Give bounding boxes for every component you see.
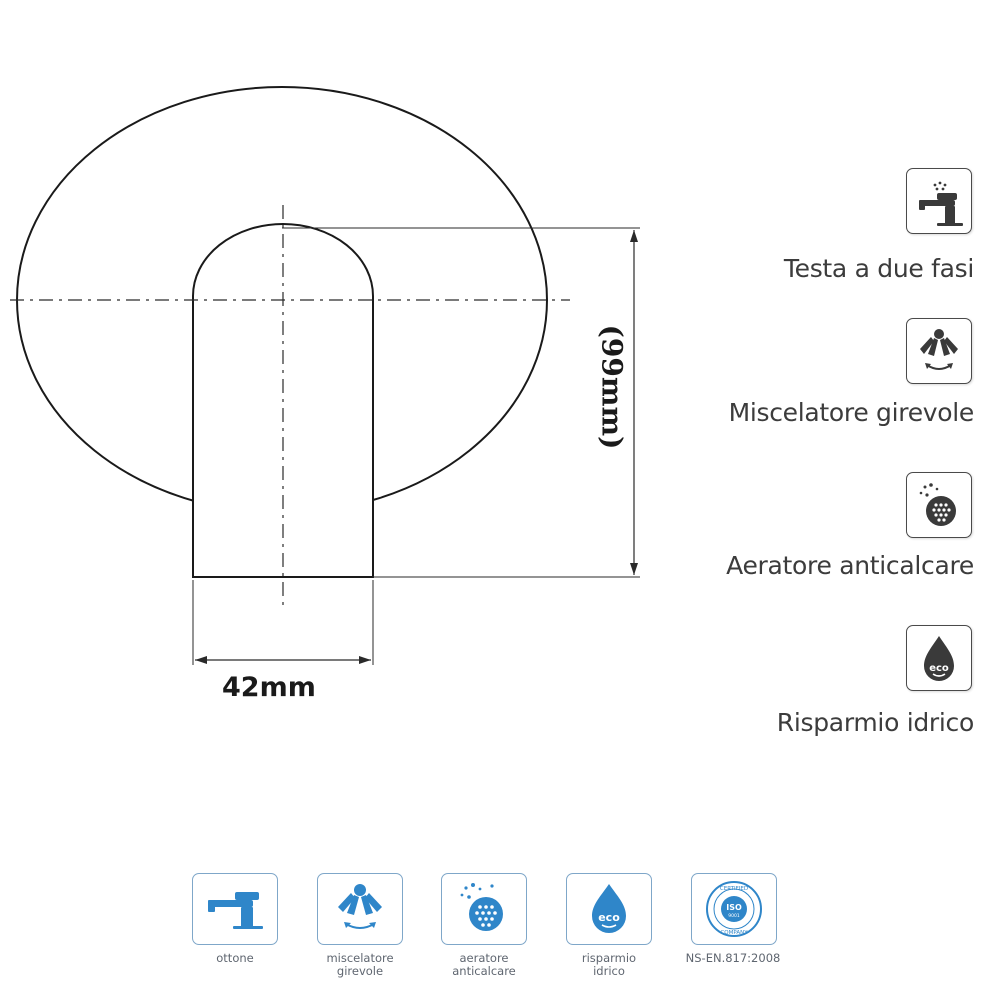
feature-label-water-saving: Risparmio idrico [776,708,975,737]
svg-text:ISO: ISO [726,903,742,912]
badge-label-brass: ottone [216,951,254,965]
swivel-spray-icon [906,318,972,384]
height-arrow-top [630,230,638,242]
badge-swivel-mixer [317,873,403,945]
faucet-icon [208,892,263,929]
height-arrow-bottom [630,563,638,575]
badge-label-standard: NS-EN.817:2008 [685,951,781,965]
spout-dimension-drawing [10,86,640,665]
svg-text:COMPANY: COMPANY [720,930,748,936]
feature-label-swivel-mixer: Miscelatore girevole [728,398,975,427]
feature-label-anti-limescale-aerator: Aeratore anticalcare [726,551,974,580]
eco-drop-icon: eco [906,625,972,691]
iso-seal-icon: CERTIFIED ISO 9001 COMPANY [706,881,762,937]
width-arrow-right [359,656,371,664]
badge-label-aerator: aeratore anticalcare [452,951,516,978]
width-arrow-left [195,656,207,664]
badge-iso-certification: CERTIFIED ISO 9001 COMPANY [691,873,777,945]
badge-water-saving: eco [566,873,652,945]
faucet-icon [906,168,972,234]
badge-aerator [441,873,527,945]
height-dimension-label: (99mm) [595,324,629,450]
feature-label-two-phase-head: Testa a due fasi [783,254,974,283]
width-dimension-label: 42mm [222,672,316,703]
aerator-icon [906,472,972,538]
svg-text:eco: eco [929,663,949,674]
eco-drop-icon: eco [592,884,626,933]
badge-brass [192,873,278,945]
swivel-spray-icon [338,884,382,929]
svg-text:eco: eco [598,911,620,924]
badge-label-water-saving: risparmio idrico [581,951,637,978]
svg-text:CERTIFIED: CERTIFIED [720,886,748,892]
aerator-icon [460,883,503,931]
svg-text:9001: 9001 [728,913,740,919]
badge-label-swivel-mixer: miscelatore girevole [326,951,394,978]
